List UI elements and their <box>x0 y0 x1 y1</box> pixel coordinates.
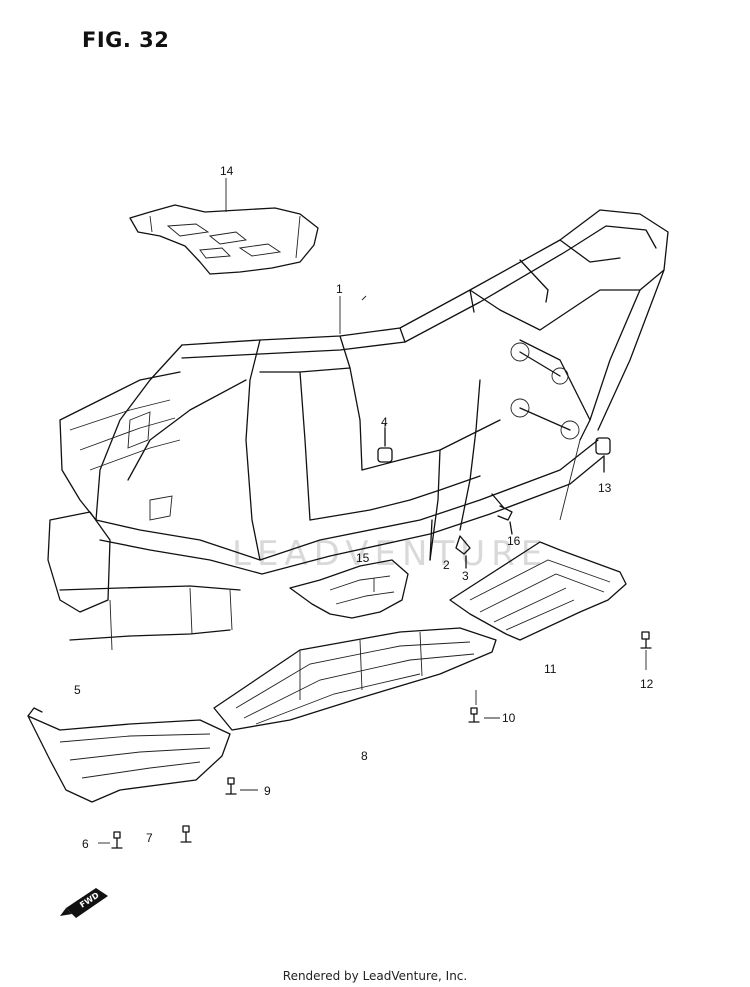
footer-credit: Rendered by LeadVenture, Inc. <box>282 969 468 983</box>
part-12-bolt[interactable] <box>640 631 652 670</box>
part-6-bolt[interactable] <box>98 831 123 849</box>
fwd-arrow-icon: FWD <box>60 888 108 918</box>
callout-2: 2 <box>443 558 450 572</box>
callout-4: 4 <box>381 415 388 429</box>
callout-13: 13 <box>598 481 612 495</box>
part-3-nut[interactable] <box>455 535 471 569</box>
part-16-bolt[interactable] <box>491 493 513 535</box>
part-1-frame[interactable] <box>47 209 669 651</box>
leader-dot <box>361 295 367 301</box>
part-11-footrest-right[interactable] <box>449 439 627 641</box>
callout-14: 14 <box>220 164 234 178</box>
callout-6: 6 <box>82 837 89 851</box>
watermark: LEADVENTURE <box>232 534 548 574</box>
callout-15: 15 <box>356 551 370 565</box>
callout-7: 7 <box>146 831 153 845</box>
part-7-bolt[interactable] <box>180 825 192 843</box>
callout-9: 9 <box>264 784 271 798</box>
part-4-bushing[interactable] <box>377 427 393 463</box>
part-5-footboard-left[interactable] <box>27 707 231 803</box>
part-2-bolt[interactable] <box>429 519 433 561</box>
callout-11: 11 <box>544 662 557 676</box>
callout-8: 8 <box>361 749 368 763</box>
part-10-bolt[interactable] <box>468 690 500 723</box>
callout-10: 10 <box>502 711 516 725</box>
callout-1: 1 <box>336 282 343 296</box>
part-15-guard[interactable] <box>289 559 409 619</box>
callout-16: 16 <box>507 534 521 548</box>
part-13-collar[interactable] <box>595 437 611 473</box>
part-8-footboard-center[interactable] <box>213 627 497 731</box>
callout-12: 12 <box>640 677 654 691</box>
part-14-cover-plate[interactable] <box>129 204 319 275</box>
callout-3: 3 <box>462 569 469 583</box>
part-9-bolt[interactable] <box>225 777 258 795</box>
callout-5: 5 <box>74 683 81 697</box>
figure-title: FIG. 32 <box>82 28 170 52</box>
